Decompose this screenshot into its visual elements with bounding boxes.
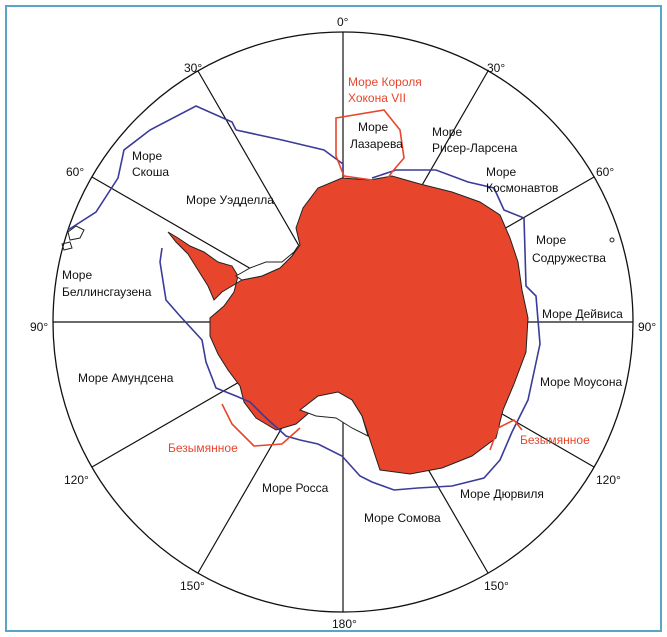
boundary-scotia: [67, 105, 237, 231]
label-bellingshausen-line1: Море: [62, 268, 92, 282]
ross-ice-shelf: [298, 391, 369, 437]
degree-90-left: 90°: [30, 320, 48, 334]
degree-90-right: 90°: [638, 320, 656, 334]
degree-120-right: 120°: [596, 473, 621, 487]
label-king-haakon-line2: Хокона VII: [348, 91, 406, 105]
label-riiser-line1: Море: [432, 125, 462, 139]
highlight-boundaries: [221, 109, 523, 451]
island-dot: [609, 237, 615, 243]
label-king-haakon-line1: Море Короля: [348, 75, 422, 89]
degree-0: 0°: [337, 15, 349, 29]
label-ross: Море Росса: [262, 481, 329, 495]
label-mawson: Море Моусона: [540, 375, 622, 389]
label-riiser-line2: Рисер-Ларсена: [432, 141, 518, 155]
label-weddell: Море Уэдделла: [186, 193, 274, 207]
label-lazarev-line2: Лазарева: [350, 137, 403, 151]
antarctica-land: [167, 175, 529, 475]
label-cosmonaut-line1: Море: [486, 165, 516, 179]
boundary-weddell: [235, 129, 344, 176]
label-cosmonaut-line2: Космонавтов: [486, 181, 558, 195]
label-nameless-right: Безымянное: [520, 433, 590, 447]
boundary-king-haakon: [335, 109, 405, 185]
degree-150-left: 150°: [180, 579, 205, 593]
label-scotia-line1: Море: [132, 149, 162, 163]
boundary-nameless-right: [489, 418, 523, 451]
label-commonwealth-line1: Море: [536, 233, 566, 247]
label-bellingshausen-line2: Беллинсгаузена: [62, 285, 152, 299]
label-davis: Море Дейвиса: [542, 307, 623, 321]
weddell-ice-shelf: [235, 245, 299, 281]
label-amundsen: Море Амундсена: [78, 371, 174, 385]
label-scotia-line2: Скоша: [132, 165, 169, 179]
south-georgia-islands: [61, 225, 85, 251]
degree-120-left: 120°: [64, 473, 89, 487]
label-lazarev-line1: Море: [358, 120, 388, 134]
degree-150-right: 150°: [484, 579, 509, 593]
degree-60-right: 60°: [596, 165, 614, 179]
label-nameless-left: Безымянное: [168, 441, 238, 455]
degree-180: 180°: [332, 617, 357, 631]
sea-boundaries: [67, 105, 541, 491]
degree-30-right: 30°: [487, 61, 505, 75]
label-durville: Море Дюрвиля: [460, 487, 544, 501]
label-somov: Море Сомова: [364, 511, 441, 525]
boundary-east: [159, 169, 541, 491]
degree-60-left: 60°: [66, 165, 84, 179]
boundary-nameless-left: [221, 403, 301, 447]
degree-30-left: 30°: [184, 61, 202, 75]
label-commonwealth-line2: Содружества: [532, 251, 606, 265]
